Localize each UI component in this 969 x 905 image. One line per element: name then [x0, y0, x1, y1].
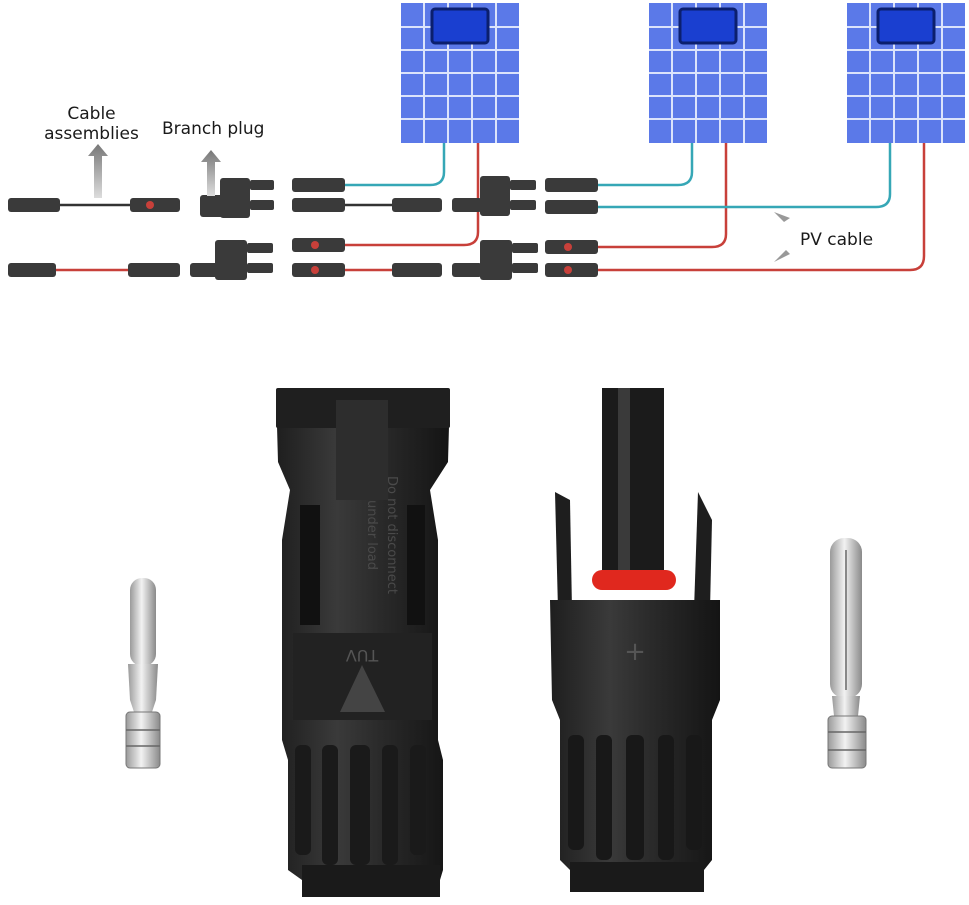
female-brand-text: TUV — [346, 646, 379, 665]
pv-cables — [55, 143, 926, 272]
arrow-icon — [88, 144, 221, 198]
cable-label-line2: assemblies — [44, 124, 139, 144]
solar-panel-3 — [847, 3, 965, 143]
junction-box — [876, 7, 936, 45]
pv-cable-label: PV cable — [800, 230, 874, 250]
connectors-right — [545, 178, 598, 277]
female-connector: TUV Do not disconnect under load — [276, 388, 450, 897]
male-pin — [125, 578, 161, 769]
connectors-middle — [292, 176, 538, 280]
male-polarity-symbol: + — [624, 637, 646, 667]
junction-box — [430, 7, 490, 45]
cable-assemblies-label: Cable assemblies — [44, 104, 139, 144]
branch-plug-top — [200, 178, 274, 218]
male-connector: + — [550, 388, 720, 892]
cable-assembly-top — [8, 198, 180, 212]
cable-assembly-bottom — [8, 263, 180, 277]
solar-panel-2 — [649, 3, 767, 143]
female-pin — [827, 538, 867, 769]
branch-plug-label: Branch plug — [162, 119, 265, 139]
female-warning-line1: Do not disconnect — [384, 476, 399, 594]
solar-panel-1 — [401, 3, 519, 143]
pv-cable-arrows — [774, 212, 790, 262]
female-warning-line2: under load — [364, 500, 379, 570]
cable-label-line1: Cable — [67, 104, 116, 124]
junction-box — [678, 7, 738, 45]
branch-plug-bottom — [190, 240, 273, 280]
seal-ring — [592, 570, 676, 590]
